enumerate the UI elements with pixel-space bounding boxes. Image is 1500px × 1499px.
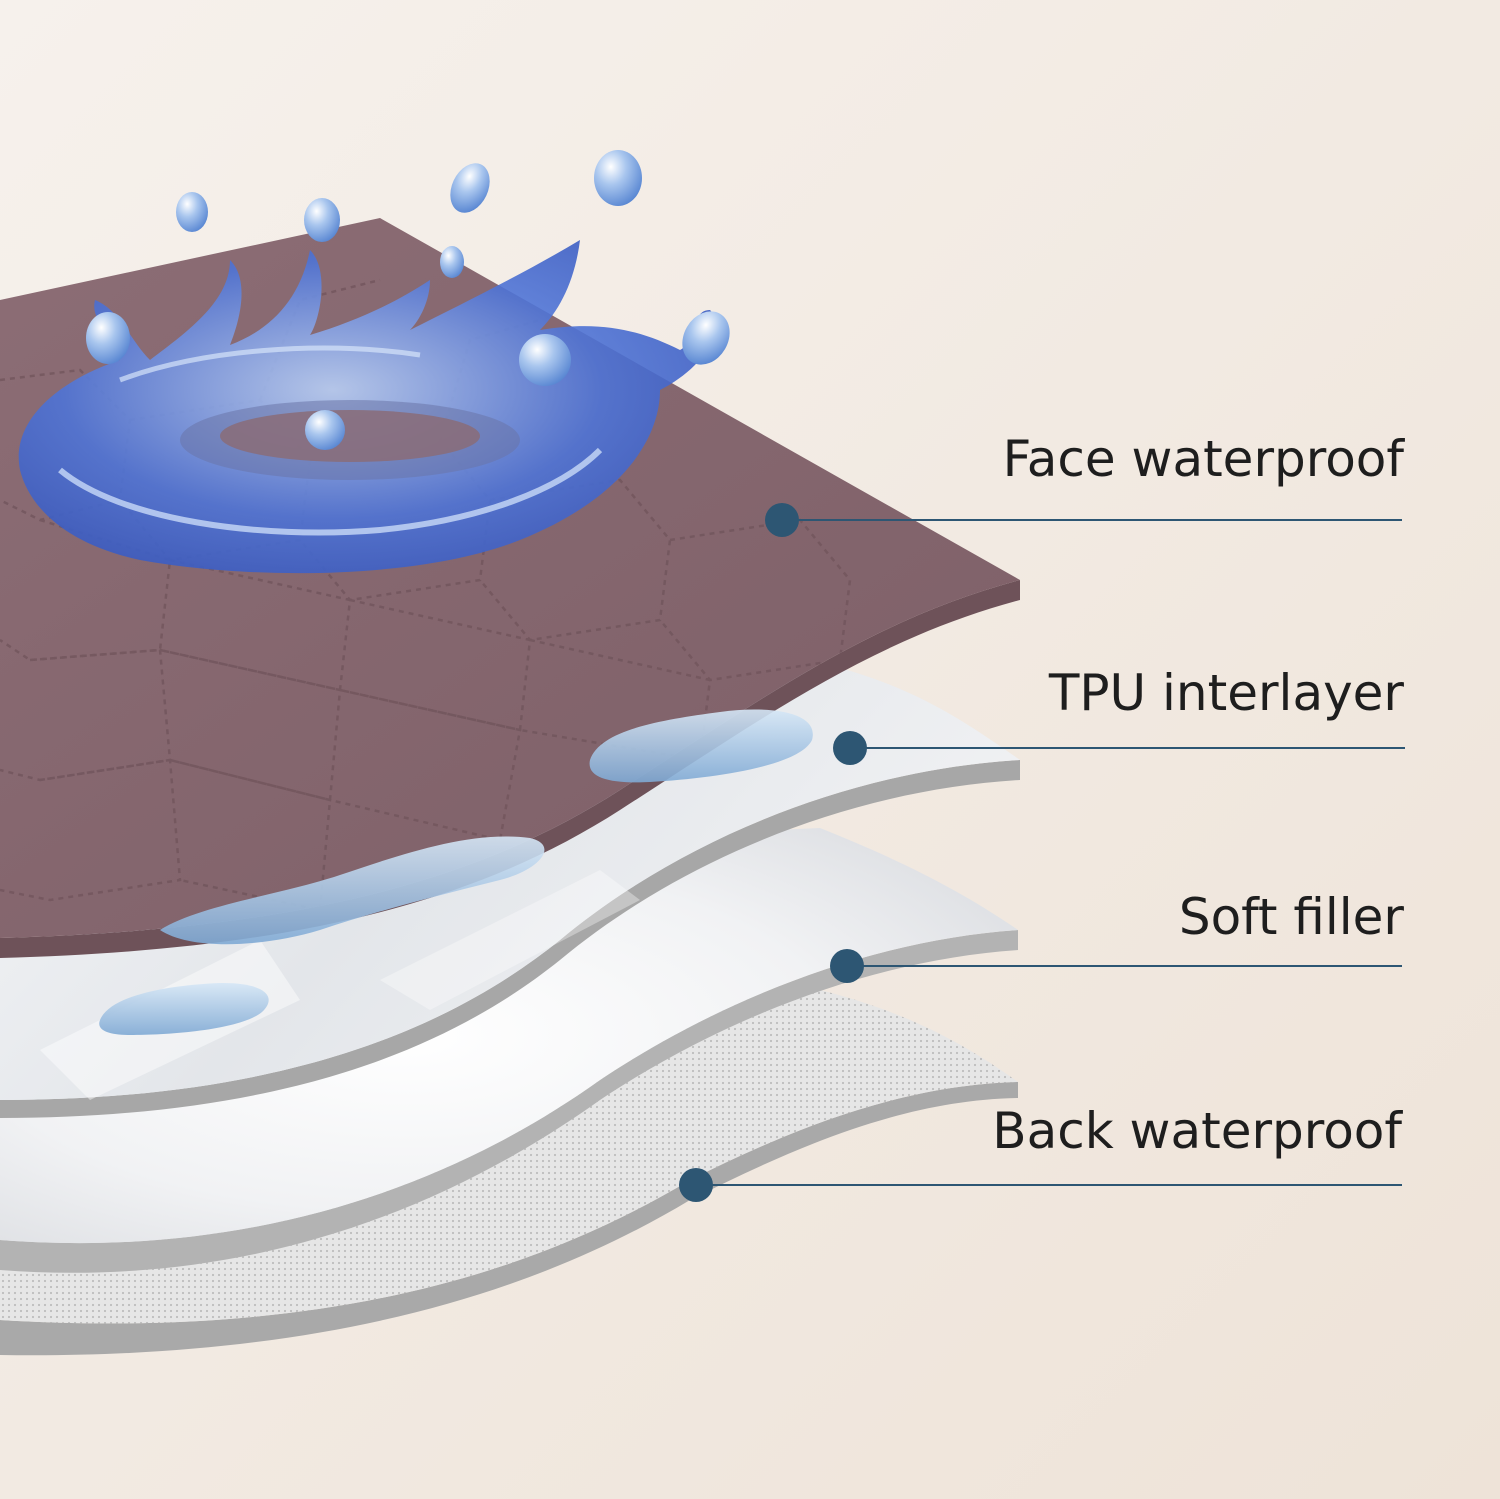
soft-filler-layer <box>0 828 1018 1273</box>
callout-face-waterproof: Face waterproof <box>765 430 1405 537</box>
layer-label-filler: Soft filler <box>1179 888 1405 946</box>
callout-back-waterproof: Back waterproof <box>679 1102 1403 1202</box>
water-puddles <box>99 709 813 1035</box>
layer-label-tpu: TPU interlayer <box>1048 664 1405 722</box>
callout-soft-filler: Soft filler <box>830 888 1404 983</box>
callout-tpu-interlayer: TPU interlayer <box>833 664 1405 765</box>
layer-label-face: Face waterproof <box>1003 430 1406 488</box>
water-splash-icon <box>18 240 717 574</box>
water-droplet-icon <box>86 150 730 365</box>
layer-label-back: Back waterproof <box>992 1102 1403 1160</box>
